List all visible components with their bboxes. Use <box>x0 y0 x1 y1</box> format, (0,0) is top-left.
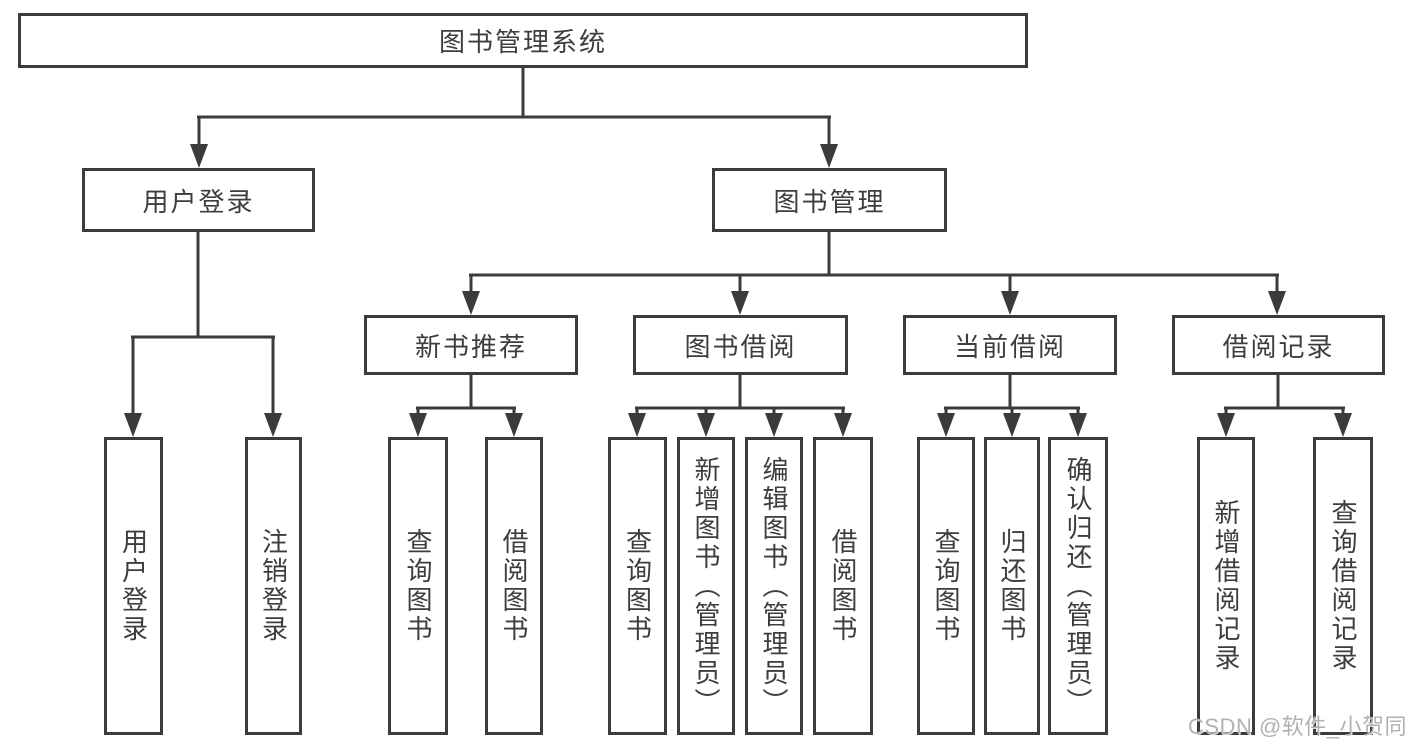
leaf-borrow-books-borrowing: 借阅图书 <box>813 437 873 735</box>
leaf-query-borrow-record: 查询借阅记录 <box>1313 437 1373 735</box>
node-borrowing-records: 借阅记录 <box>1172 315 1385 375</box>
connector-current-to-leaves <box>937 375 1087 437</box>
leaf-user-login: 用户登录 <box>104 437 163 735</box>
connector-root-to-level2 <box>190 68 838 168</box>
leaf-logout: 注销登录 <box>245 437 302 735</box>
leaf-query-books-recommend: 查询图书 <box>388 437 448 735</box>
node-new-book-recommend: 新书推荐 <box>364 315 578 375</box>
node-library-management-system: 图书管理系统 <box>18 13 1028 68</box>
leaf-add-borrow-record: 新增借阅记录 <box>1197 437 1255 735</box>
leaf-query-books-current: 查询图书 <box>917 437 975 735</box>
leaf-edit-books-admin: 编辑图书（管理员） <box>745 437 803 735</box>
node-book-borrowing: 图书借阅 <box>633 315 848 375</box>
csdn-watermark: CSDN @软件_小贺同学 <box>1188 714 1405 739</box>
leaf-borrow-books-recommend: 借阅图书 <box>485 437 543 735</box>
connector-newbooks-to-leaves <box>409 375 523 437</box>
node-user-login: 用户登录 <box>82 168 315 232</box>
leaf-return-books: 归还图书 <box>984 437 1040 735</box>
node-book-management: 图书管理 <box>712 168 947 232</box>
leaf-confirm-return-admin: 确认归还（管理员） <box>1048 437 1108 735</box>
connector-bookmgmt-to-level3 <box>462 232 1286 315</box>
node-current-borrowing: 当前借阅 <box>903 315 1117 375</box>
leaf-add-books-admin: 新增图书（管理员） <box>677 437 735 735</box>
connector-borrowing-to-leaves <box>628 375 852 437</box>
leaf-query-books-borrowing: 查询图书 <box>608 437 667 735</box>
connector-userlogin-to-leaves <box>124 232 282 437</box>
connector-records-to-leaves <box>1217 375 1352 437</box>
